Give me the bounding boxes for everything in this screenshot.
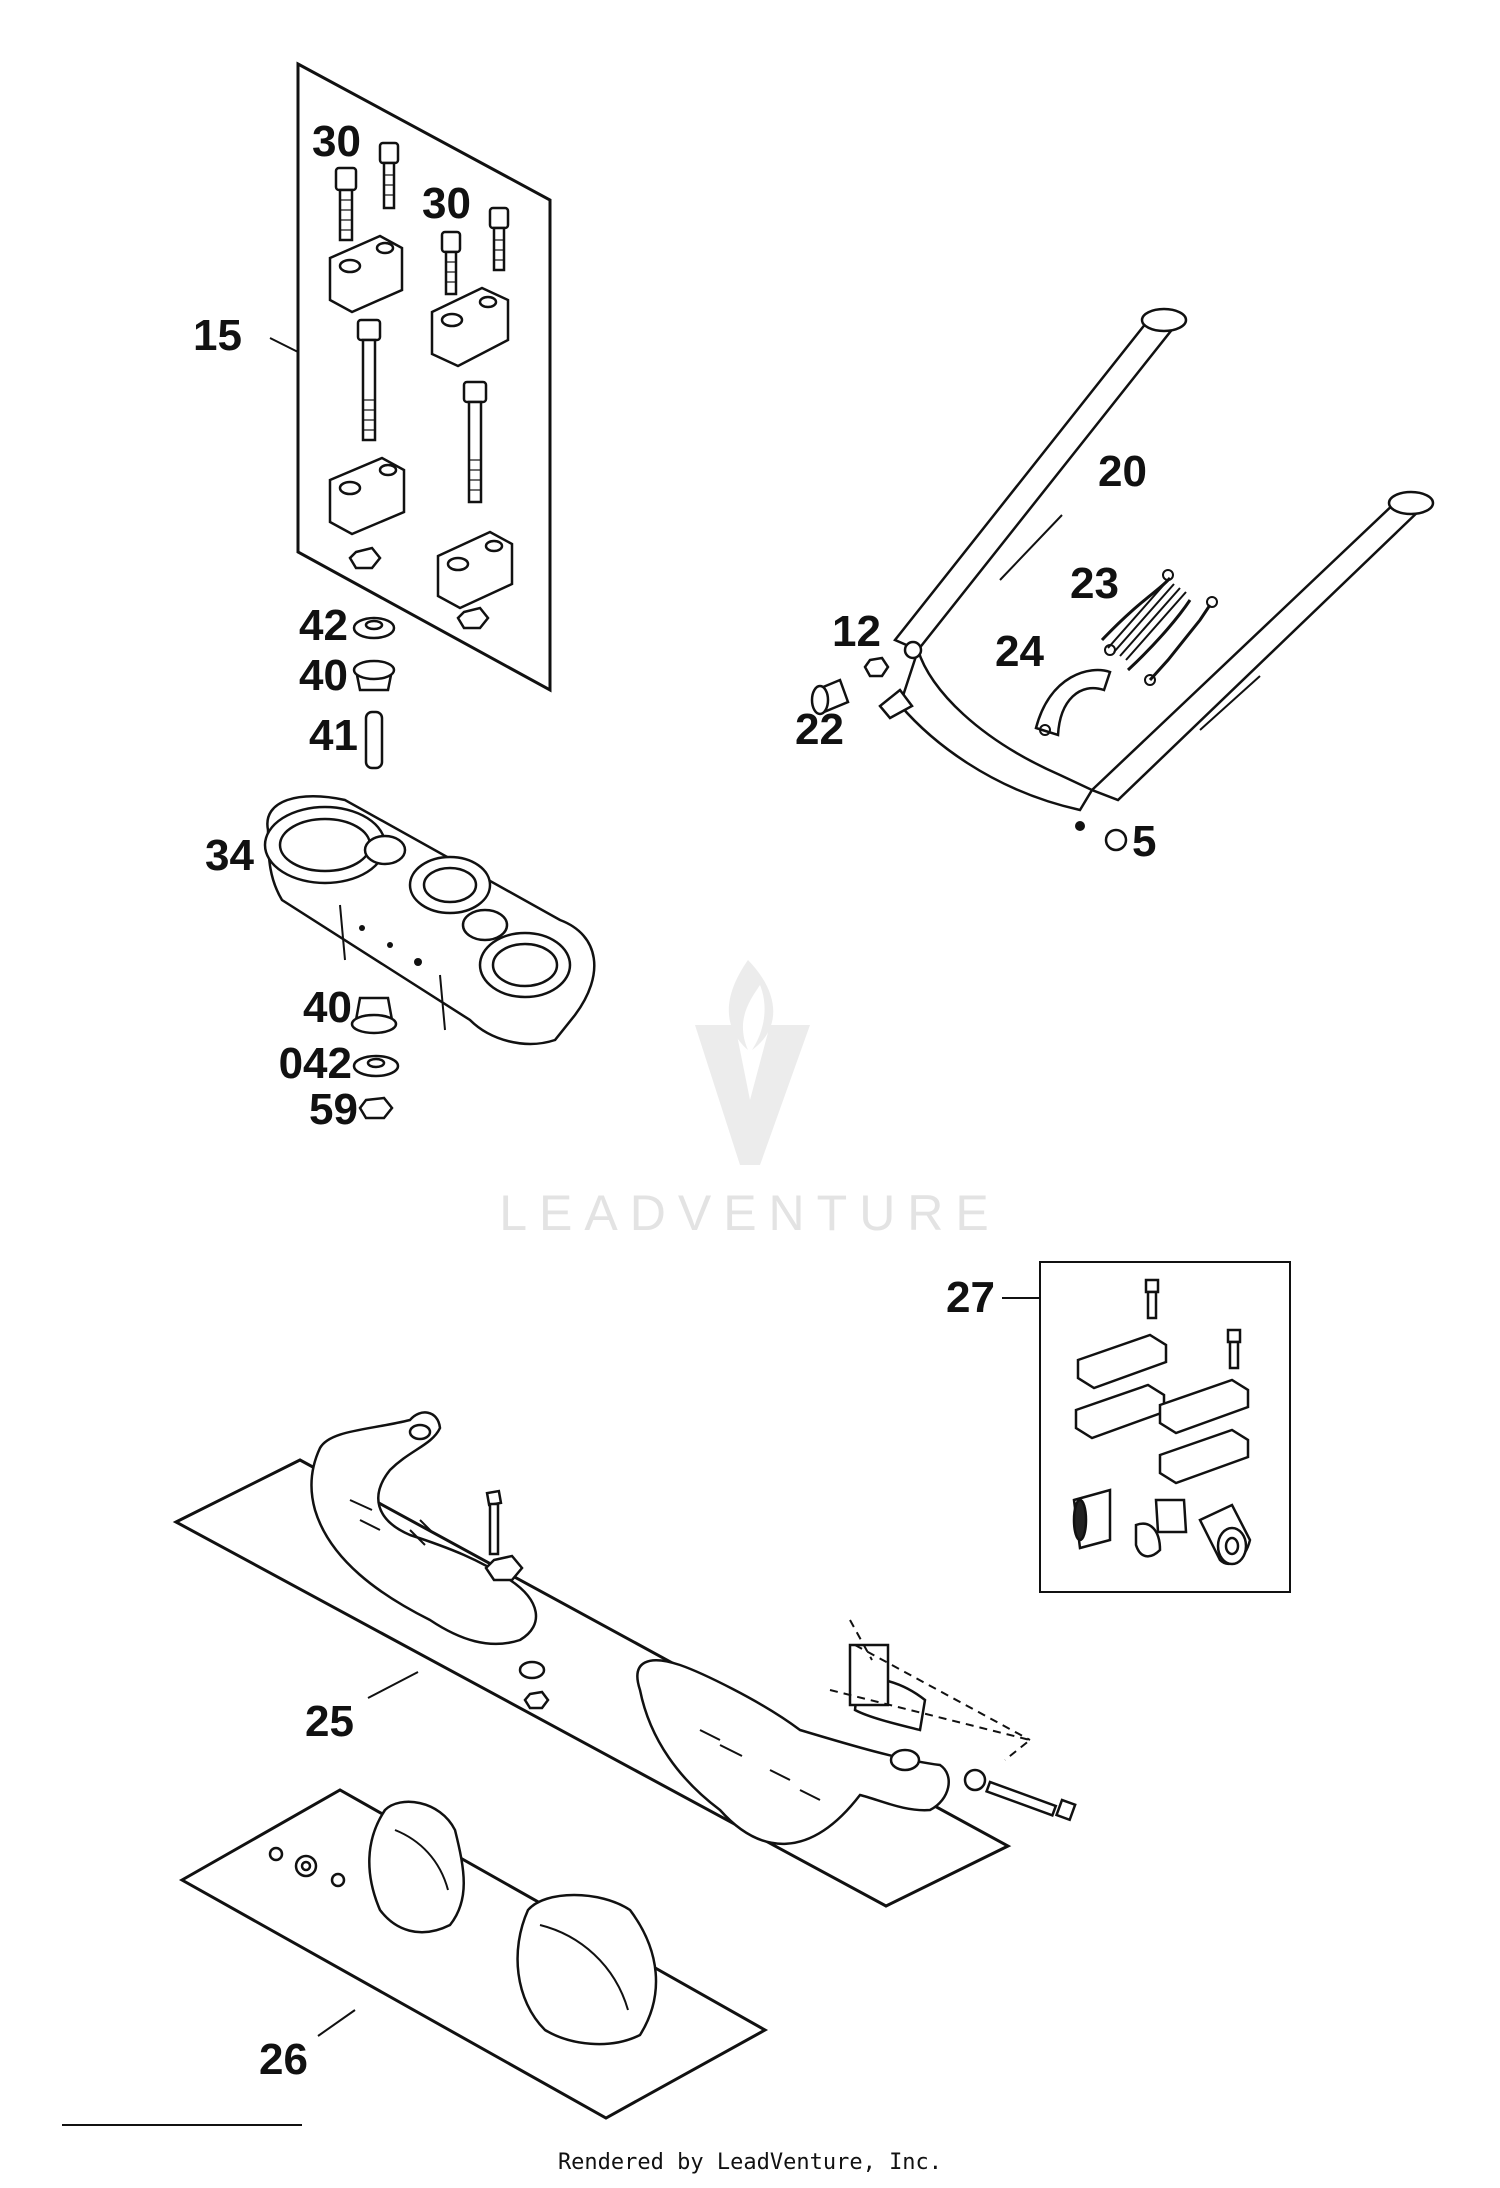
nut-12 <box>863 656 890 678</box>
callout-12: 12 <box>832 607 881 656</box>
handguard-right <box>636 1659 950 1845</box>
kit-27-panel <box>1039 1261 1291 1593</box>
callout-42: 42 <box>299 601 348 650</box>
clamp-bolt-30-d <box>488 206 510 272</box>
kit-25-panel <box>172 1458 1012 1908</box>
nut-59 <box>358 1096 394 1120</box>
deflectors-26: 26 <box>178 1788 769 2120</box>
callout-40-lower: 40 <box>303 983 352 1032</box>
callout-22: 22 <box>795 705 844 754</box>
callout-20: 20 <box>1098 447 1147 496</box>
watermark: LEADVENTURE <box>499 960 1001 1241</box>
callout-042: 042 <box>279 1039 352 1088</box>
cap-5 <box>1104 828 1128 852</box>
v-logo-icon <box>695 1025 810 1165</box>
kit-26-panel <box>178 1788 769 2120</box>
bracket-24: 24 <box>995 627 1112 737</box>
kit-15-panel <box>296 61 552 693</box>
callout-15: 15 <box>193 311 242 360</box>
springs-23: 23 <box>1070 559 1218 686</box>
callout-5: 5 <box>1132 817 1156 866</box>
upper-clamp-left <box>328 234 404 314</box>
callout-30-b: 30 <box>422 179 471 228</box>
long-bolt-left <box>356 318 382 442</box>
callout-24: 24 <box>995 627 1044 676</box>
nut-right <box>456 606 490 630</box>
mounting-kit-27: 27 <box>946 1261 1291 1593</box>
callout-40-upper: 40 <box>299 651 348 700</box>
deflector-right <box>516 1893 658 2046</box>
leader-25 <box>367 1671 419 1699</box>
handlebar-clamp-kit: 15 30 30 <box>193 61 552 693</box>
leader-15 <box>269 337 299 353</box>
leader-26 <box>317 2009 356 2037</box>
flame-logo-icon <box>728 960 774 1050</box>
upper-clamp-right <box>430 286 510 368</box>
clamp-bolt-30-a <box>334 166 358 242</box>
small-hardware-stand: 12 22 5 <box>795 607 1156 866</box>
nut-left <box>348 546 382 570</box>
sleeve-41 <box>364 710 384 770</box>
lower-clamp-right <box>436 530 514 610</box>
bushing-stack-upper: 42 40 41 <box>299 601 396 770</box>
lower-clamp-left <box>328 456 406 536</box>
callout-34: 34 <box>205 831 254 880</box>
deflector-left <box>368 1800 465 1934</box>
handguard-left <box>310 1411 538 1646</box>
callout-59: 59 <box>309 1085 358 1134</box>
bushing-stack-lower: 40 042 59 <box>279 983 400 1134</box>
callout-30-a: 30 <box>312 117 361 166</box>
callout-25: 25 <box>305 1697 354 1746</box>
callout-41: 41 <box>309 711 358 760</box>
render-credit: Rendered by LeadVenture, Inc. <box>557 2150 943 2175</box>
watermark-brand: LEADVENTURE <box>499 1185 1001 1241</box>
callout-27: 27 <box>946 1273 995 1322</box>
triple-clamp-34: 34 <box>205 795 596 1046</box>
long-bolt-right <box>462 380 488 504</box>
clamp-bolt-30-c <box>440 230 462 296</box>
center-stand-20: 20 <box>878 307 1435 831</box>
handguards-25: 25 <box>172 1411 1077 1908</box>
callout-23: 23 <box>1070 559 1119 608</box>
callout-26: 26 <box>259 2035 308 2084</box>
clamp-bolt-30-b <box>378 141 400 210</box>
